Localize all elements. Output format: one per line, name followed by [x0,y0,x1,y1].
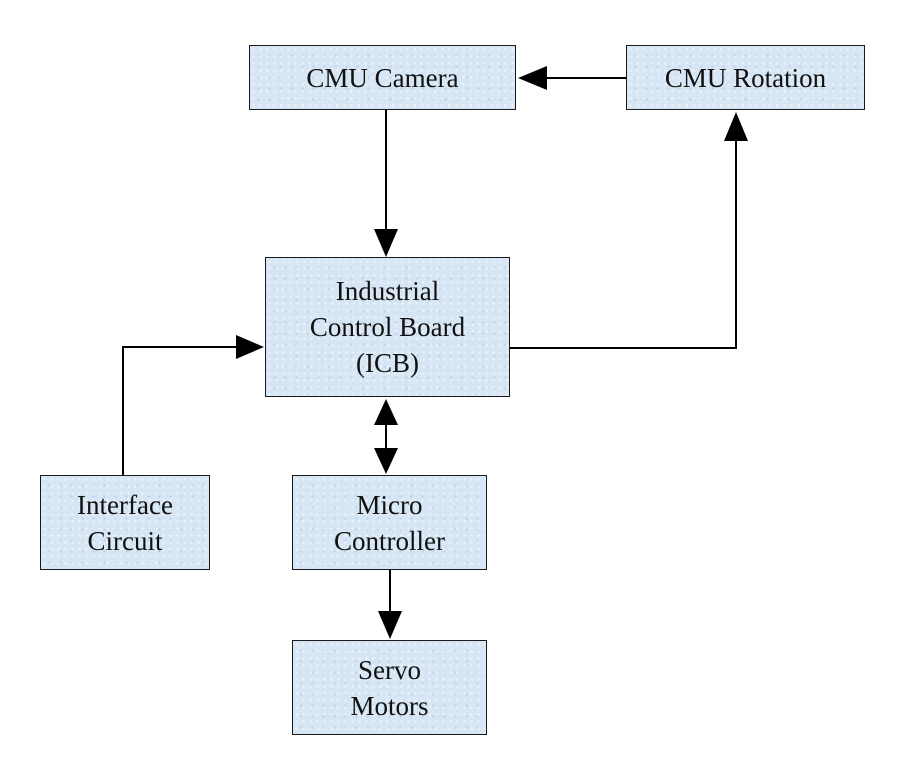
edge-interface-to-icb [122,346,238,475]
node-cmu-camera-label: CMU Camera [306,62,459,93]
arrowhead-into-rotation [724,112,748,141]
node-cmu-rotation-label: CMU Rotation [664,62,827,93]
node-cmu-camera: CMU Camera [249,45,516,110]
node-micro-controller-label: Micro Controller [334,489,445,556]
node-cmu-rotation: CMU Rotation [626,45,865,110]
arrowhead-into-icb-left [236,335,264,359]
arrowhead-into-camera [518,66,547,90]
node-interface-circuit-label: Interface Circuit [77,489,173,556]
node-servo-motors-label: Servo Motors [350,654,429,721]
arrowhead-down-into-micro [374,448,398,474]
arrowhead-up-into-icb [374,399,398,425]
arrowhead-into-icb-top [374,229,398,257]
node-servo-motors: Servo Motors [292,640,487,735]
node-industrial-control-board: Industrial Control Board (ICB) [265,257,510,397]
node-icb-label: Industrial Control Board (ICB) [309,276,466,378]
edge-icb-to-rotation [510,140,737,349]
arrowhead-into-servo [378,611,402,639]
node-interface-circuit: Interface Circuit [40,475,210,570]
node-micro-controller: Micro Controller [292,475,487,570]
